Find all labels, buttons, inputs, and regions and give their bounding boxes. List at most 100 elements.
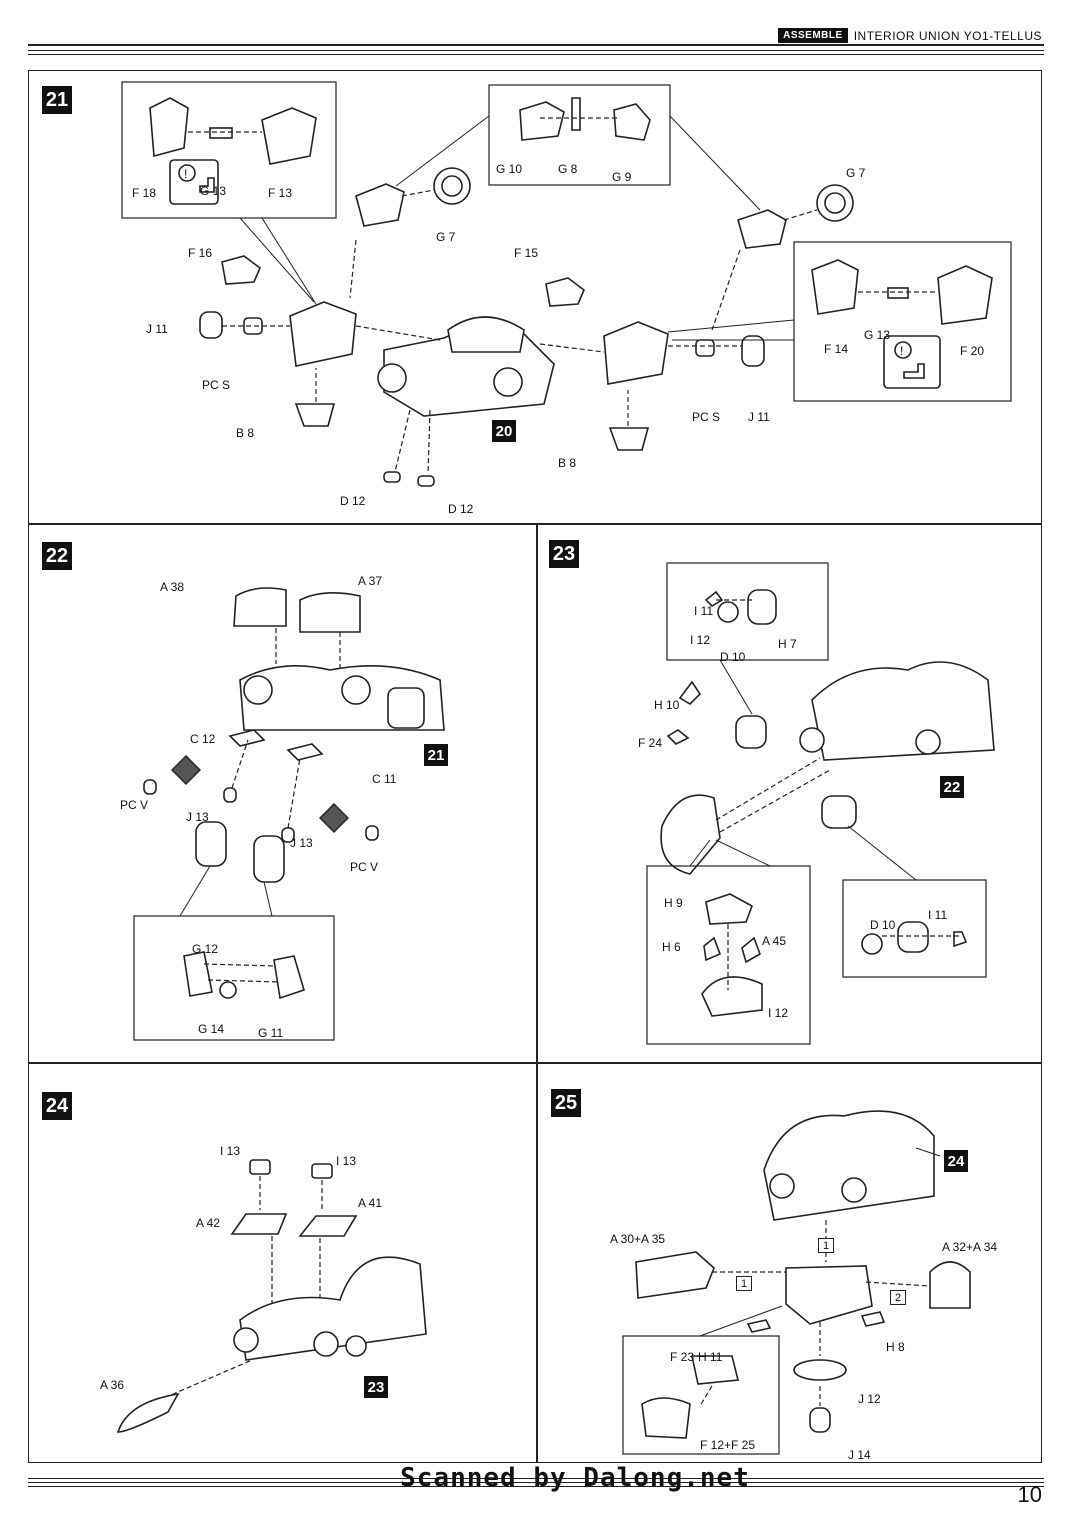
step-reference-badge: 22 bbox=[940, 776, 964, 798]
model-title: INTERIOR UNION YO1-TELLUS bbox=[853, 28, 1042, 43]
part-label-f-20: F 20 bbox=[960, 344, 985, 358]
svg-text:!: ! bbox=[900, 344, 903, 358]
part-label-f-16: F 16 bbox=[188, 246, 213, 260]
step-23-detail-box-right bbox=[842, 879, 987, 978]
part-label-f-18: F 18 bbox=[132, 186, 157, 200]
part-label-a-38: A 38 bbox=[160, 580, 185, 594]
step-24-diagram bbox=[116, 1159, 427, 1433]
step-reference-badge: 21 bbox=[424, 744, 448, 766]
part-label-i-12: I 12 bbox=[690, 633, 711, 647]
part-label-j-13: J 13 bbox=[186, 810, 209, 824]
part-label-pc-s: PC S bbox=[202, 378, 231, 392]
part-label-j-13: J 13 bbox=[290, 836, 313, 850]
footer-rule bbox=[28, 1486, 1044, 1487]
step-22-diagram bbox=[133, 587, 445, 1041]
step-number-24: 24 bbox=[42, 1092, 72, 1120]
part-label-g-8: G 8 bbox=[558, 162, 578, 176]
page-header: ASSEMBLE INTERIOR UNION YO1-TELLUS bbox=[778, 28, 1042, 43]
part-label-d-12: D 12 bbox=[340, 494, 366, 508]
divider-row1 bbox=[28, 523, 1042, 525]
part-label-pc-s: PC S bbox=[692, 410, 721, 424]
step-21-detail-box-right bbox=[793, 241, 1012, 402]
part-label-g-11: G 11 bbox=[258, 1026, 284, 1040]
step-21-diagram: ! bbox=[121, 81, 1012, 487]
part-label-h-9: H 9 bbox=[664, 896, 683, 910]
part-label-g-13: G 13 bbox=[200, 184, 227, 198]
part-label-g-13: G 13 bbox=[864, 328, 891, 342]
step-23-detail-box-top bbox=[666, 562, 829, 661]
footer-rule bbox=[28, 1478, 1044, 1479]
part-label-f-14: F 14 bbox=[824, 342, 849, 356]
part-label-i-11: I 11 bbox=[928, 908, 948, 922]
step-number-22: 22 bbox=[42, 542, 72, 570]
part-label-h-7: H 7 bbox=[778, 637, 797, 651]
step-23-detail-box-bottom bbox=[646, 865, 811, 1045]
part-label-j-11: J 11 bbox=[146, 322, 168, 336]
steps-frame bbox=[28, 70, 1042, 1463]
part-label-b-8: B 8 bbox=[236, 426, 255, 440]
step-reference-badge: 20 bbox=[492, 420, 516, 442]
part-label-pc-v: PC V bbox=[120, 798, 149, 812]
assemble-badge: ASSEMBLE bbox=[778, 28, 848, 43]
part-label-a-42: A 42 bbox=[196, 1216, 221, 1230]
part-label-c-12: C 12 bbox=[190, 732, 216, 746]
part-label-f-23: F 23 bbox=[670, 1350, 695, 1364]
sequence-mark: 1 bbox=[736, 1276, 752, 1291]
part-label-g-7: G 7 bbox=[846, 166, 866, 180]
header-rule-thin bbox=[28, 54, 1044, 55]
part-label-h-11: H 11 bbox=[698, 1350, 723, 1364]
part-label-d-10: D 10 bbox=[720, 650, 746, 664]
sequence-mark: 1 bbox=[818, 1238, 834, 1253]
part-label-a-41: A 41 bbox=[358, 1196, 383, 1210]
part-label-c-11: C 11 bbox=[372, 772, 397, 786]
part-label-g-9: G 9 bbox=[612, 170, 632, 184]
part-label-i-11: I 11 bbox=[694, 604, 714, 618]
step-number-21: 21 bbox=[42, 86, 72, 114]
footer-rule bbox=[28, 1482, 1044, 1483]
part-label-f-12-f-25: F 12+F 25 bbox=[700, 1438, 756, 1452]
part-label-b-8: B 8 bbox=[558, 456, 577, 470]
part-label-f-24: F 24 bbox=[638, 736, 663, 750]
step-21-detail-box-left bbox=[121, 81, 337, 219]
part-label-pc-v: PC V bbox=[350, 860, 379, 874]
step-reference-badge: 24 bbox=[944, 1150, 968, 1172]
svg-text:!: ! bbox=[184, 167, 187, 181]
header-rule-thin bbox=[28, 50, 1044, 51]
page-number: 10 bbox=[1017, 1482, 1042, 1507]
part-label-d-10: D 10 bbox=[870, 918, 896, 932]
part-label-j-11: J 11 bbox=[748, 410, 770, 424]
step-21-detail-box-top bbox=[488, 84, 671, 186]
step-25-diagram bbox=[622, 1110, 971, 1455]
part-label-j-14: J 14 bbox=[848, 1448, 871, 1462]
part-label-g-14: G 14 bbox=[198, 1022, 225, 1036]
step-number-23: 23 bbox=[549, 540, 579, 568]
part-label-a-45: A 45 bbox=[762, 934, 787, 948]
step-number-25: 25 bbox=[551, 1089, 581, 1117]
divider-row2 bbox=[28, 1062, 1042, 1064]
part-label-h-8: H 8 bbox=[886, 1340, 905, 1354]
part-label-g-12: G 12 bbox=[192, 942, 219, 956]
step-reference-badge: 23 bbox=[364, 1376, 388, 1398]
part-label-f-13: F 13 bbox=[268, 186, 293, 200]
part-label-h-6: H 6 bbox=[662, 940, 681, 954]
part-label-a-32-a-34: A 32+A 34 bbox=[942, 1240, 998, 1254]
step-23-diagram bbox=[646, 562, 995, 1045]
part-label-d-12: D 12 bbox=[448, 502, 474, 516]
part-label-i-13: I 13 bbox=[336, 1154, 357, 1168]
part-label-a-37: A 37 bbox=[358, 574, 383, 588]
part-label-g-7: G 7 bbox=[436, 230, 456, 244]
part-label-f-15: F 15 bbox=[514, 246, 539, 260]
part-label-g-10: G 10 bbox=[496, 162, 523, 176]
part-label-h-10: H 10 bbox=[654, 698, 680, 712]
part-label-i-13: I 13 bbox=[220, 1144, 241, 1158]
scan-credit: Scanned by Dalong.net bbox=[400, 1463, 750, 1493]
part-label-j-12: J 12 bbox=[858, 1392, 881, 1406]
divider-col bbox=[536, 523, 538, 1463]
part-label-a-30-a-35: A 30+A 35 bbox=[610, 1232, 666, 1246]
part-label-i-12: I 12 bbox=[768, 1006, 789, 1020]
part-label-a-36: A 36 bbox=[100, 1378, 125, 1392]
step-22-detail-box bbox=[133, 915, 335, 1041]
header-rule bbox=[28, 44, 1044, 46]
